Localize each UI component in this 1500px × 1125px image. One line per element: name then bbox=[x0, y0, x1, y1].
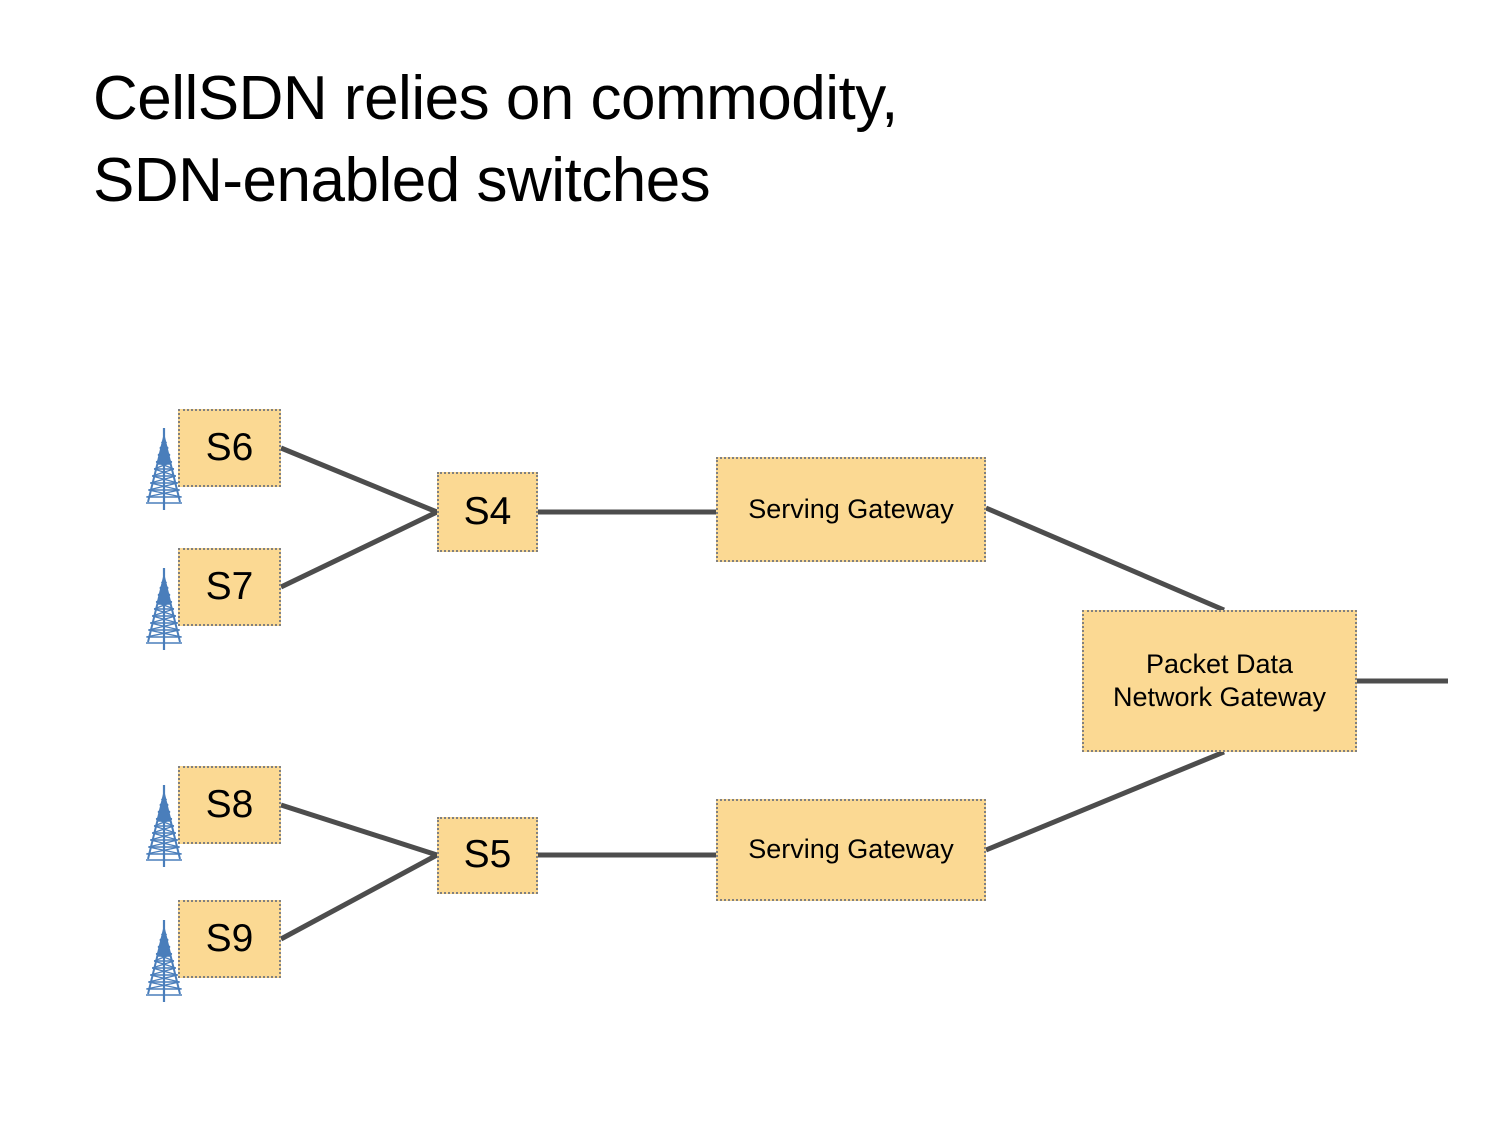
node-label-s4: S4 bbox=[463, 489, 512, 533]
node-pgw[interactable]: Packet Data Network Gateway bbox=[1082, 610, 1357, 752]
node-sgw2[interactable]: Serving Gateway bbox=[716, 799, 986, 901]
node-s5[interactable]: S5 bbox=[437, 817, 538, 894]
node-s8[interactable]: S8 bbox=[178, 766, 281, 844]
node-label-s9: S9 bbox=[205, 916, 254, 960]
node-label-s8: S8 bbox=[205, 782, 254, 826]
node-label-s6: S6 bbox=[205, 425, 254, 469]
topology-link-sgw2-pgw bbox=[985, 749, 1225, 853]
topology-link-s7-s4 bbox=[279, 509, 439, 590]
cell-tower-icon bbox=[142, 428, 186, 510]
node-label-sgw1: Serving Gateway bbox=[748, 493, 954, 524]
topology-link-s6-s4 bbox=[280, 445, 438, 515]
node-label-sgw2: Serving Gateway bbox=[748, 834, 954, 865]
node-s6[interactable]: S6 bbox=[178, 409, 281, 487]
cell-tower-icon bbox=[142, 568, 186, 650]
topology-link-s8-s5 bbox=[280, 802, 438, 858]
topology-link-s9-s5 bbox=[279, 852, 439, 942]
node-s4[interactable]: S4 bbox=[437, 472, 538, 552]
topology-link-sgw1-pgw bbox=[985, 505, 1225, 613]
cell-tower-icon bbox=[142, 920, 186, 1002]
node-s7[interactable]: S7 bbox=[178, 548, 281, 626]
node-sgw1[interactable]: Serving Gateway bbox=[716, 457, 986, 562]
node-s9[interactable]: S9 bbox=[178, 900, 281, 978]
page-title: CellSDN relies on commodity, SDN-enabled… bbox=[93, 64, 898, 215]
cell-tower-icon bbox=[142, 785, 186, 867]
node-label-pgw: Packet Data Network Gateway bbox=[1112, 648, 1327, 712]
node-label-s7: S7 bbox=[205, 564, 254, 608]
node-label-s5: S5 bbox=[463, 833, 512, 877]
